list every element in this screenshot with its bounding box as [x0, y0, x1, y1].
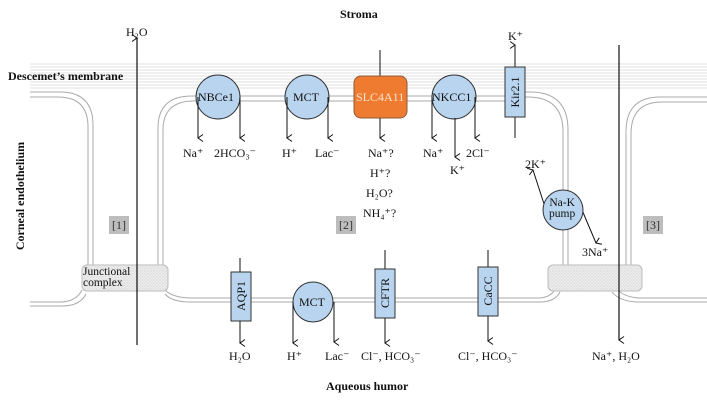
- nkcc1-product-na: Na⁺: [423, 146, 444, 160]
- junctional-complex-left: [81, 264, 169, 292]
- paracellular-water-label: H₂O: [126, 25, 148, 39]
- mct-apical-product-lac: Lac⁻: [325, 349, 350, 363]
- mct-apical-name: MCT: [299, 295, 326, 309]
- mct-basolateral-name: MCT: [293, 90, 320, 104]
- junctional-line-1: Junctional: [83, 266, 131, 278]
- aqp1-product-h2o: H₂O: [229, 349, 251, 363]
- mct-apical-transporter: [292, 281, 340, 347]
- aqueous-humor-label: Aqueous humor: [326, 379, 409, 393]
- nbce1-transporter: [195, 74, 246, 142]
- descemet-membrane-label: Descemet’s membrane: [8, 69, 124, 83]
- cacc-product: Cl⁻, HCO₃⁻: [458, 349, 518, 363]
- junctional-complex-right: [547, 264, 643, 292]
- region-3-badge: [3]: [643, 216, 663, 234]
- slc4a11-product-h2o: H₂O?: [366, 186, 393, 200]
- nbce1-name: NBCe1: [198, 90, 234, 104]
- kir21-channel: [504, 41, 526, 138]
- cftr-name: CFTR: [378, 278, 392, 309]
- na-k-pump: [527, 167, 603, 245]
- nkcc1-product-cl: 2Cl⁻: [466, 146, 490, 160]
- nkcc1-transporter: [431, 74, 481, 161]
- junctional-complex-label: Junctional complex: [83, 266, 131, 289]
- nkcc1-name: NKCC1: [432, 90, 472, 104]
- slc4a11-transporter: [353, 50, 408, 142]
- slc4a11-product-h: H⁺?: [370, 166, 391, 180]
- nbce1-product-na: Na⁺: [183, 146, 204, 160]
- pump-out-3na: 3Na⁺: [582, 245, 609, 259]
- slc4a11-product-na: Na⁺?: [368, 146, 394, 160]
- mct-basolateral-product-lac: Lac⁻: [315, 146, 340, 160]
- cacc-channel: [477, 250, 499, 345]
- na-k-pump-name: Na-K pump: [549, 197, 576, 220]
- junctional-line-2: complex: [83, 277, 123, 289]
- region-2-badge: [2]: [336, 216, 356, 234]
- mct-basolateral-transporter: [284, 74, 334, 142]
- cftr-product: Cl⁻, HCO₃⁻: [361, 349, 421, 363]
- region-1-badge: [1]: [109, 216, 129, 234]
- pump-line-2: pump: [549, 208, 576, 220]
- nbce1-product-hco3: 2HCO₃⁻: [214, 146, 256, 160]
- nkcc1-product-k: K⁺: [450, 163, 465, 177]
- mct-basolateral-product-h: H⁺: [282, 146, 297, 160]
- cftr-channel: [374, 250, 396, 347]
- paracellular-sodium-water-label: Na⁺, H₂O: [592, 349, 640, 363]
- aqp1-name: AQP1: [234, 281, 248, 312]
- slc4a11-name: SLC4A11: [356, 90, 405, 104]
- pump-line-1: Na-K: [549, 197, 575, 209]
- slc4a11-product-nh4: NH₄⁺?: [363, 206, 397, 220]
- cell-membranes: [30, 91, 707, 307]
- stroma-label: Stroma: [340, 7, 378, 21]
- kir21-product-k: K⁺: [508, 29, 523, 43]
- mct-apical-product-h: H⁺: [287, 349, 302, 363]
- pump-in-2k: 2K⁺: [525, 157, 546, 171]
- cacc-name: CaCC: [481, 276, 495, 306]
- kir21-name: Kir2.1: [508, 76, 522, 108]
- corneal-endothelium-label: Corneal endothelium: [13, 141, 27, 251]
- aqp1-channel: [230, 258, 252, 347]
